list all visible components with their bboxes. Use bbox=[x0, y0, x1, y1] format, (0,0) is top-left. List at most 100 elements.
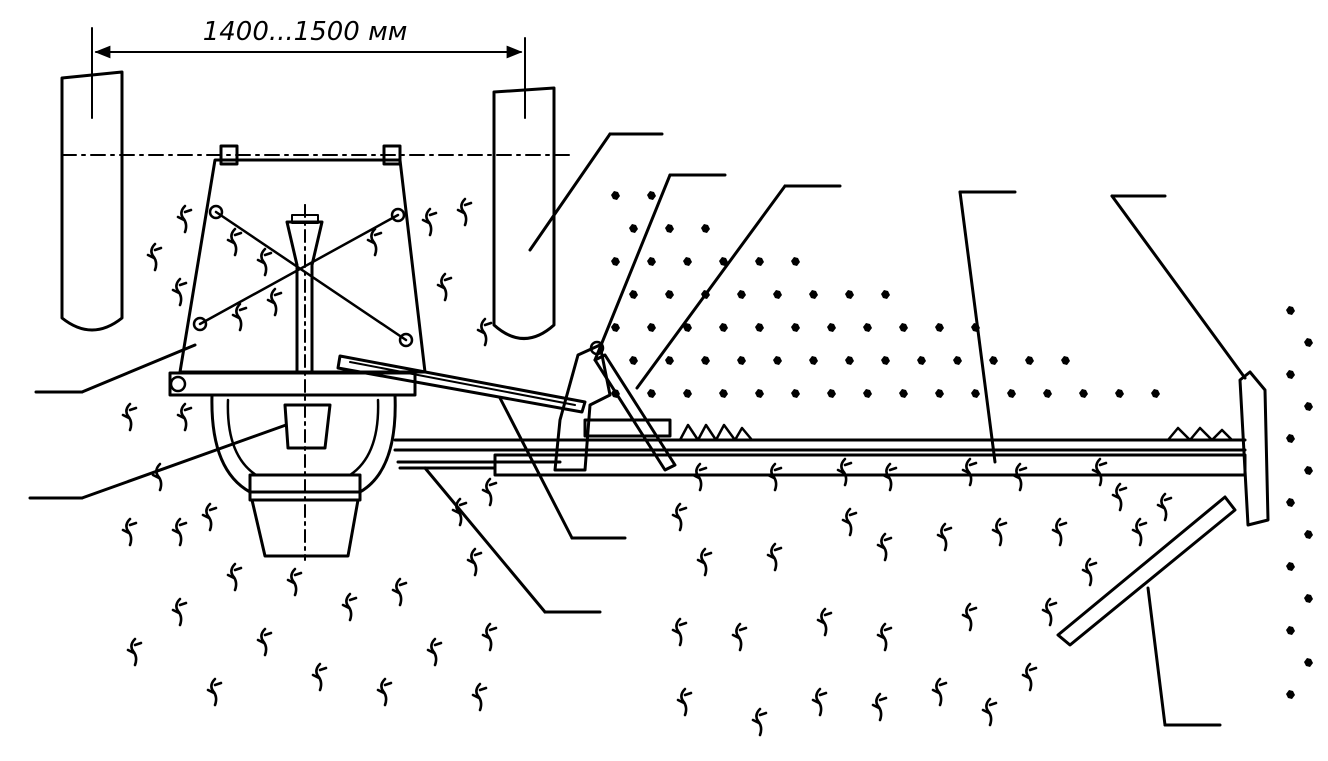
plant-sprig bbox=[1156, 492, 1173, 522]
soil-dot bbox=[791, 389, 800, 398]
soil-dot bbox=[701, 356, 710, 365]
soil-dot bbox=[719, 389, 728, 398]
plant-sprig bbox=[876, 622, 893, 652]
tractor-wheels bbox=[60, 70, 571, 340]
soil-dot bbox=[809, 290, 818, 299]
soil-dot bbox=[755, 323, 764, 332]
callout-bottom-2 bbox=[423, 466, 602, 614]
soil-dot bbox=[629, 356, 638, 365]
soil-dot bbox=[863, 323, 872, 332]
right-wheel bbox=[492, 86, 556, 340]
callout-left-lower bbox=[28, 423, 288, 500]
soil-dot bbox=[665, 290, 674, 299]
plant-sprig bbox=[341, 592, 358, 622]
soil-dot bbox=[629, 224, 638, 233]
plant-sprig bbox=[1051, 517, 1068, 547]
soil-dot bbox=[1061, 356, 1070, 365]
plant-sprig bbox=[366, 227, 383, 257]
plant-sprig bbox=[201, 502, 218, 532]
plant-sprig bbox=[466, 547, 483, 577]
soil-dot bbox=[647, 191, 656, 200]
callout-bottom-3 bbox=[1146, 586, 1222, 727]
soil-dot bbox=[1304, 658, 1313, 667]
soil-dot bbox=[1151, 389, 1160, 398]
plant-sprig bbox=[226, 227, 243, 257]
main-beam bbox=[393, 438, 1247, 477]
plant-sprig bbox=[1111, 482, 1128, 512]
plants-left bbox=[121, 197, 498, 712]
callout-left-upper bbox=[34, 343, 197, 394]
plant-sprig bbox=[256, 627, 273, 657]
plant-sprig bbox=[121, 517, 138, 547]
soil-dots-right bbox=[611, 191, 1313, 699]
soil-dot bbox=[1286, 626, 1295, 635]
plant-sprig bbox=[731, 622, 748, 652]
plant-sprig bbox=[286, 567, 303, 597]
plant-sprig bbox=[481, 622, 498, 652]
plant-sprig bbox=[671, 502, 688, 532]
callout-top-1 bbox=[528, 132, 664, 252]
soil-dot bbox=[971, 389, 980, 398]
soil-dot bbox=[719, 323, 728, 332]
plant-sprig bbox=[436, 272, 453, 302]
plant-sprig bbox=[881, 462, 898, 492]
plant-sprig bbox=[961, 602, 978, 632]
plant-sprig bbox=[766, 542, 783, 572]
plant-sprig bbox=[961, 457, 978, 487]
soil-dot bbox=[899, 389, 908, 398]
soil-dot bbox=[1079, 389, 1088, 398]
soil-dot bbox=[1286, 562, 1295, 571]
soil-dot bbox=[827, 323, 836, 332]
soil-dot bbox=[1286, 690, 1295, 699]
soil-dot bbox=[701, 224, 710, 233]
soil-dot bbox=[899, 323, 908, 332]
soil-dot bbox=[845, 356, 854, 365]
plant-sprig bbox=[426, 637, 443, 667]
plant-sprig bbox=[981, 697, 998, 727]
plant-sprig bbox=[696, 547, 713, 577]
plant-sprig bbox=[171, 277, 188, 307]
soil-dot bbox=[881, 290, 890, 299]
hitch-frame bbox=[178, 144, 427, 374]
soil-dot bbox=[737, 290, 746, 299]
plant-sprig bbox=[936, 522, 953, 552]
soil-dot bbox=[1007, 389, 1016, 398]
plant-sprig bbox=[471, 682, 488, 712]
soil-dot bbox=[665, 224, 674, 233]
soil-dot bbox=[611, 257, 620, 266]
soil-dot bbox=[773, 356, 782, 365]
plant-sprig bbox=[226, 562, 243, 592]
plant-sprig bbox=[476, 317, 493, 347]
plant-sprig bbox=[766, 462, 783, 492]
soil-dot bbox=[1286, 370, 1295, 379]
plant-sprig bbox=[871, 692, 888, 722]
callout-top-2 bbox=[593, 173, 727, 362]
soil-dot bbox=[647, 257, 656, 266]
soil-dot bbox=[791, 323, 800, 332]
soil-dot bbox=[611, 323, 620, 332]
soil-dot bbox=[989, 356, 998, 365]
plant-sprig bbox=[676, 687, 693, 717]
plant-sprig bbox=[421, 207, 438, 237]
plant-sprig bbox=[876, 532, 893, 562]
plant-sprig bbox=[376, 677, 393, 707]
soil-dot bbox=[1286, 434, 1295, 443]
soil-dot bbox=[1304, 594, 1313, 603]
plant-sprig bbox=[841, 507, 858, 537]
soil-dot bbox=[611, 389, 620, 398]
plant-sprig bbox=[1041, 597, 1058, 627]
plant-sprig bbox=[811, 687, 828, 717]
plant-sprig bbox=[1081, 557, 1098, 587]
plant-sprig bbox=[931, 677, 948, 707]
soil-dot bbox=[665, 356, 674, 365]
callout-top-5 bbox=[1110, 194, 1247, 380]
soil-dot bbox=[755, 389, 764, 398]
plant-sprig bbox=[176, 204, 193, 234]
soil-dot bbox=[737, 356, 746, 365]
plant-sprig bbox=[121, 402, 138, 432]
plant-sprig bbox=[126, 637, 143, 667]
soil-dot bbox=[1115, 389, 1124, 398]
plant-sprig bbox=[206, 677, 223, 707]
